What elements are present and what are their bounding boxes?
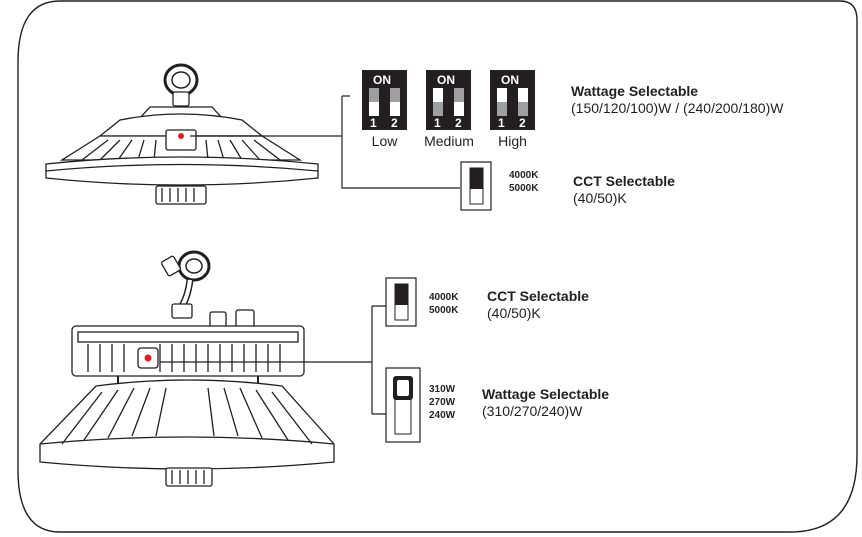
rounded-frame xyxy=(17,0,858,533)
top-cct-title: CCT Selectable xyxy=(573,173,675,189)
dip-medium-pin-1: 1 xyxy=(434,116,441,130)
dip-high-pin-2: 2 xyxy=(519,116,526,130)
level-high: High xyxy=(498,133,527,149)
bottom-cct-option-5000k: 5000K xyxy=(429,305,459,316)
bottom-wattage-slide-switch xyxy=(385,367,421,443)
bottom-wattage-values: (310/270/240)W xyxy=(482,403,583,419)
bottom-wattage-option-310w: 310W xyxy=(429,384,456,395)
dip-switch-low xyxy=(362,70,407,130)
top-wattage-title: Wattage Selectable xyxy=(571,83,699,99)
bottom-cct-option-4000k: 4000K xyxy=(429,292,459,303)
dip-low-on: ON xyxy=(373,73,391,87)
top-wattage-values: (150/120/100)W / (240/200/180)W xyxy=(571,100,784,116)
bottom-wattage-option-240w: 240W xyxy=(429,410,456,421)
bottom-high-bay-lamp xyxy=(39,250,335,487)
bottom-leader-lines xyxy=(160,305,386,415)
dip-high-pin-1: 1 xyxy=(498,116,505,130)
level-medium: Medium xyxy=(424,133,474,149)
bottom-wattage-option-270w: 270W xyxy=(429,397,456,408)
dip-switch-high xyxy=(490,70,535,130)
top-cct-option-5000k: 5000K xyxy=(509,183,539,194)
top-cct-values: (40/50)K xyxy=(573,190,627,206)
dip-switch-medium xyxy=(426,70,471,130)
bottom-wattage-title: Wattage Selectable xyxy=(482,386,610,402)
top-leader-lines xyxy=(190,95,460,189)
top-switch-indicator xyxy=(178,133,184,139)
top-cct-option-4000k: 4000K xyxy=(509,170,539,181)
dip-low-pin-2: 2 xyxy=(391,116,398,130)
dip-low-pin-1: 1 xyxy=(370,116,377,130)
top-high-bay-lamp xyxy=(45,63,319,205)
bottom-cct-title: CCT Selectable xyxy=(487,288,589,304)
bottom-cct-values: (40/50)K xyxy=(487,305,541,321)
dip-high-on: ON xyxy=(501,73,519,87)
bottom-switch-indicator xyxy=(144,354,152,362)
dip-medium-pin-2: 2 xyxy=(455,116,462,130)
level-low: Low xyxy=(371,133,398,149)
top-cct-slide-switch xyxy=(460,161,492,211)
dip-medium-on: ON xyxy=(437,73,455,87)
bottom-cct-slide-switch xyxy=(385,277,417,327)
